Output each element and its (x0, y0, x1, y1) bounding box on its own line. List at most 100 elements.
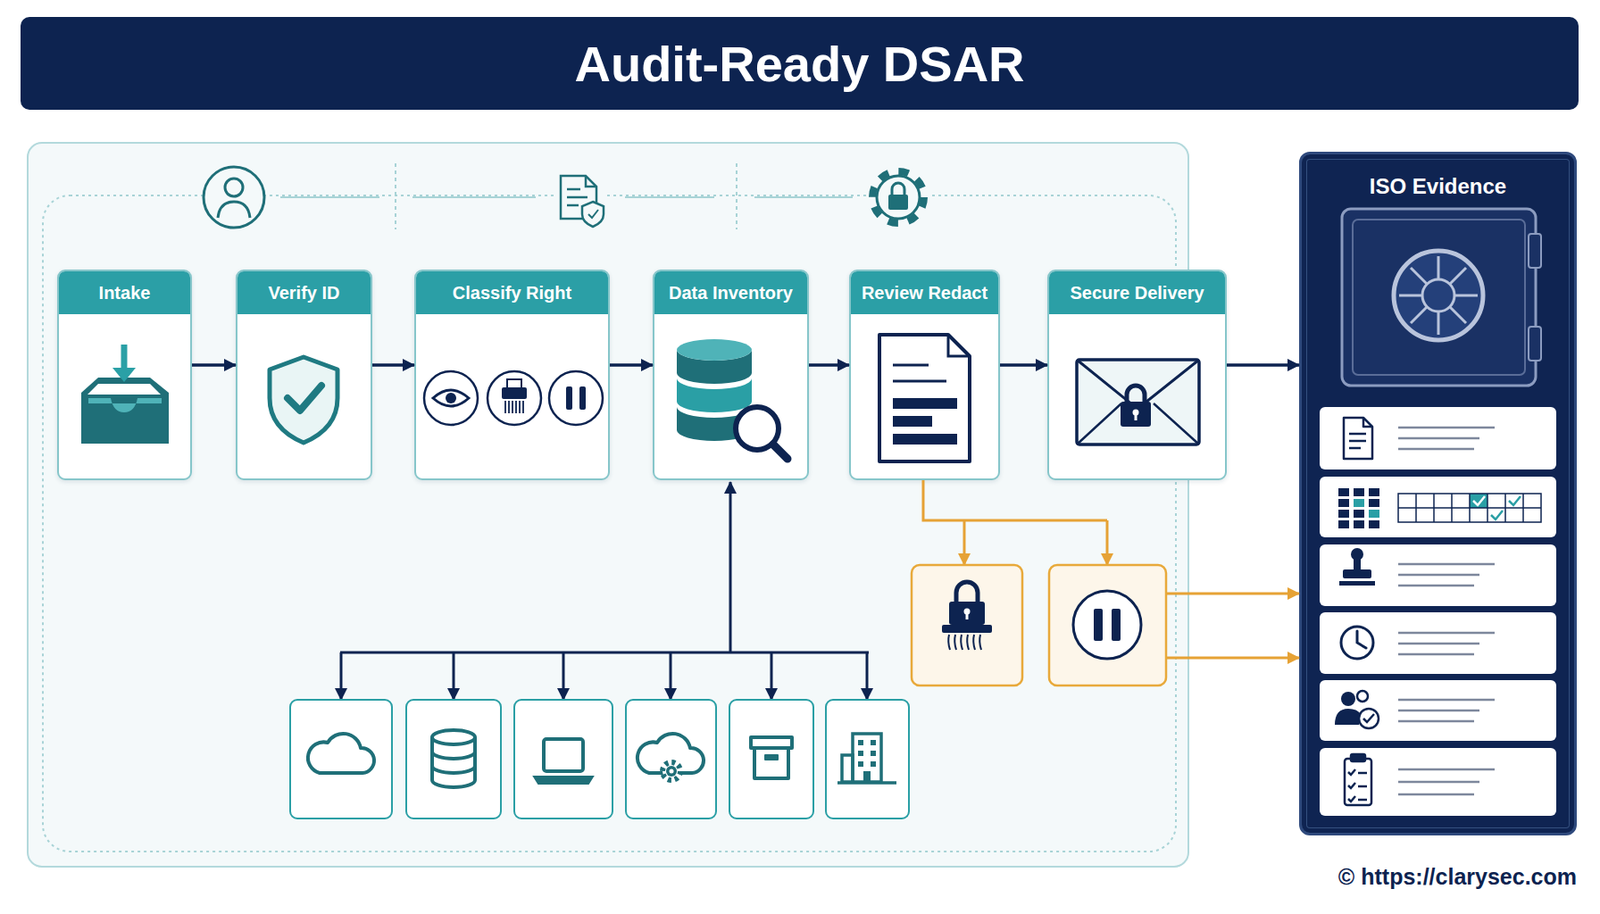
process-box: Classify Right (414, 269, 610, 481)
evidence-text-line (1398, 574, 1480, 577)
exception-branch-wire (1166, 592, 1300, 596)
process-box: Intake (57, 269, 192, 481)
evidence-text-line (1398, 437, 1480, 441)
evidence-text-line (1398, 642, 1480, 646)
clock-icon (1341, 626, 1374, 659)
cloud-gear-icon (666, 766, 677, 777)
locked-envelope-icon (1133, 409, 1140, 417)
cloud-gear-icon (669, 769, 675, 775)
safe-icon (1528, 326, 1542, 361)
approver-icon (1334, 708, 1361, 725)
source-box (729, 700, 814, 819)
stamp-icon (1353, 558, 1361, 571)
shredder-icon (501, 387, 527, 400)
node-label: Secure Delivery (1049, 271, 1225, 315)
header-rule (625, 196, 715, 199)
evidence-text-line (1398, 584, 1475, 588)
building-icon (858, 750, 864, 757)
database-search-icon (773, 444, 788, 459)
person-icon (217, 201, 250, 218)
redacted-document-icon (948, 334, 970, 357)
eye-icon (433, 390, 469, 407)
clipboard-icon (1348, 796, 1356, 802)
approver-icon (1363, 714, 1375, 723)
building-icon (870, 750, 876, 757)
building-icon (858, 761, 864, 767)
building-icon (858, 740, 876, 783)
evidence-row (1319, 407, 1557, 470)
database-search-icon (676, 350, 752, 384)
shield-check-icon (287, 385, 322, 411)
approver-icon (1358, 708, 1379, 729)
node-label: Verify ID (237, 271, 371, 315)
safe-icon (1341, 208, 1542, 386)
header-rule (412, 196, 536, 199)
shredder-icon (504, 400, 507, 414)
stamp-icon (1350, 548, 1364, 561)
lock-shredder-icon (941, 625, 992, 634)
building-icon (837, 781, 897, 785)
checklist-table (1398, 493, 1542, 523)
lock-shredder-icon (979, 634, 982, 650)
lock-shredder-icon (960, 634, 963, 650)
stage-separator (395, 163, 737, 230)
database-icon (432, 730, 475, 745)
inbox-icon (121, 344, 128, 374)
document-shield-icon (582, 201, 604, 227)
laptop-icon (533, 739, 593, 784)
evidence-text-line (1398, 448, 1475, 451)
archive-icon (765, 755, 778, 760)
lock-shredder-icon (966, 612, 969, 620)
redacted-document-icon (892, 364, 929, 367)
stamp-icon (1342, 569, 1372, 579)
checklist-table (1398, 507, 1542, 509)
safe-icon (1410, 307, 1427, 324)
exception-branch-wire (923, 480, 1300, 659)
evidence-row (1319, 612, 1557, 675)
flow-arrow (1226, 363, 1300, 367)
control-matrix-icon (1353, 499, 1365, 508)
building-icon (863, 771, 871, 783)
checklist-table (1486, 493, 1489, 523)
control-matrix-icon (1368, 499, 1380, 508)
flow-arrow (609, 363, 653, 367)
lock-shredder-icon (964, 608, 971, 616)
source-hub-wire (452, 652, 456, 700)
edge-layer (191, 365, 1300, 367)
control-matrix-icon (1338, 509, 1350, 518)
safe-icon (1528, 233, 1542, 268)
document-icon (1349, 433, 1367, 436)
document-shield-icon (566, 196, 588, 200)
hold-pause-icon (1073, 591, 1142, 659)
process-box: Verify ID (235, 269, 373, 481)
laptop-icon (543, 739, 584, 772)
lock-shredder-icon (949, 601, 985, 625)
checklist-table (1398, 493, 1542, 523)
person-icon (225, 178, 243, 197)
checklist-table (1415, 493, 1417, 523)
database-search-icon (676, 339, 752, 361)
safe-icon (1454, 294, 1478, 298)
lock-shredder-icon (956, 582, 978, 604)
source-box (406, 700, 501, 819)
flow-arrow (808, 363, 850, 367)
shredder-icon (518, 400, 521, 414)
building-icon (870, 740, 876, 746)
locked-envelope-icon (1076, 359, 1200, 445)
pause-icon (549, 371, 603, 425)
control-matrix-icon (1338, 488, 1380, 529)
document-icon (1343, 417, 1373, 459)
exception-branch-wire (1106, 520, 1109, 566)
database-search-icon (676, 378, 752, 413)
shredder-icon (507, 379, 522, 391)
safe-icon (1450, 307, 1467, 324)
safe-icon (1399, 256, 1478, 335)
inbox-icon (88, 398, 162, 413)
node-label: Classify Right (416, 271, 609, 315)
cloud-icon (308, 733, 375, 774)
database-search-icon (735, 407, 779, 450)
lock-shredder-icon (948, 634, 950, 650)
clipboard-icon (1344, 758, 1372, 806)
source-hub-wire (866, 652, 869, 700)
